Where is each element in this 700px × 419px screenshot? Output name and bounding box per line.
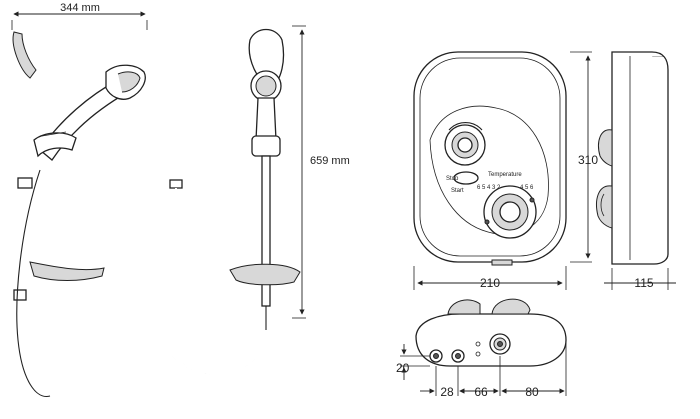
stop-label: Stop — [446, 176, 459, 182]
power-dial[interactable] — [444, 122, 486, 166]
control-panel-recess — [429, 105, 549, 235]
shower-kit-side-view: 344 mm — [11, 2, 148, 399]
side-power-knob — [598, 129, 613, 167]
spray-face — [255, 75, 277, 97]
front-soap-dish — [229, 263, 301, 286]
shower-kit-front-view: 659 mm — [229, 25, 350, 330]
unit-casing — [413, 51, 567, 263]
kit-width-label: 344 mm — [60, 2, 100, 14]
temperature-scale-right: 4 5 6 — [520, 185, 534, 191]
unit-side-casing — [611, 51, 669, 265]
lower-wall-bracket — [13, 289, 27, 301]
unit-depth-label: 115 — [634, 276, 653, 290]
slider-bracket — [33, 132, 77, 158]
shower-head-face — [117, 71, 141, 93]
stop-start-indicator — [453, 171, 479, 185]
vent-hole-1 — [475, 341, 481, 347]
upper-wall-bracket — [17, 177, 33, 189]
kit-height-label: 659 mm — [310, 155, 350, 167]
bottom-power-knob — [447, 299, 481, 315]
temperature-dial[interactable] — [483, 185, 537, 239]
start-label: Start — [451, 188, 464, 194]
unit-width-label: 210 — [480, 276, 500, 290]
hose-coil — [156, 179, 268, 375]
pipe-spacing-3-label: 80 — [525, 385, 539, 399]
unit-casing-inner — [419, 57, 561, 257]
shower-unit-front: Stop Start Temperature 6 5 4 3 2 4 5 6 3… — [413, 51, 598, 290]
side-temp-knob — [596, 185, 613, 229]
rail-top-cap — [12, 31, 37, 79]
side-badge: ⸻ — [652, 54, 665, 60]
bottom-temp-knob — [491, 298, 531, 315]
handset-handle — [255, 97, 277, 141]
unit-height-label: 310 — [578, 153, 598, 167]
temperature-scale-left: 6 5 4 3 2 — [477, 185, 501, 191]
shower-unit-side: ⸻ 115 — [596, 51, 676, 290]
shower-unit-bottom: 20 28 66 80 — [396, 298, 567, 399]
vent-hole-2 — [475, 351, 481, 357]
hose-loop-side — [16, 169, 51, 397]
outlet-nozzle — [491, 259, 513, 266]
pipe-spacing-1-label: 28 — [440, 385, 454, 399]
front-slider — [251, 135, 281, 157]
temperature-label: Temperature — [488, 172, 522, 178]
pipe-spacing-2-label: 66 — [474, 385, 488, 399]
pipe-height-label: 20 — [396, 361, 410, 375]
soap-dish — [29, 261, 105, 281]
hose-end-fitting — [169, 179, 183, 189]
